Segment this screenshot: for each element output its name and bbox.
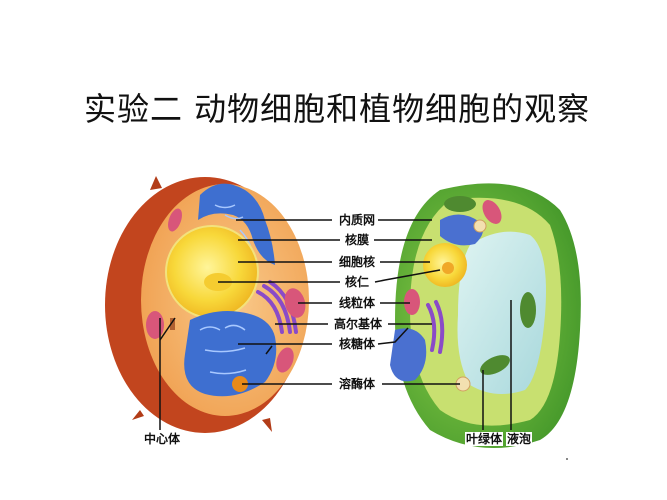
label-nuclear-envelope: 核膜 [343,233,371,247]
label-ribosome: 核糖体 [337,337,377,351]
plant-mitochondrion [404,289,420,315]
label-golgi-apparatus: 高尔基体 [332,317,384,331]
animal-centriole [170,318,175,330]
animal-cell [105,176,309,433]
plant-er [440,214,484,246]
plant-cell [390,183,581,449]
animal-lysosome [232,376,248,392]
label-lysosome: 溶酶体 [337,377,377,391]
label-nucleolus: 核仁 [343,275,371,289]
animal-mitochondrion [284,288,306,318]
plant-chloroplast [444,196,476,212]
label-centrosome: 中心体 [142,432,182,446]
plant-golgi [426,300,445,354]
page-title: 实验二 动物细胞和植物细胞的观察 [84,90,591,128]
label-nucleus: 细胞核 [337,255,377,269]
endoplasmic-reticulum [198,183,275,265]
plant-vacuole [457,231,546,394]
leader-lines [159,219,512,430]
label-endoplasmic-reticulum: 内质网 [337,213,377,227]
label-mitochondria: 线粒体 [337,296,377,310]
label-chloroplast: 叶绿体 [464,432,504,446]
stray-dot [566,458,568,460]
label-vacuole: 液泡 [505,432,533,446]
plant-nucleolus [442,262,454,274]
